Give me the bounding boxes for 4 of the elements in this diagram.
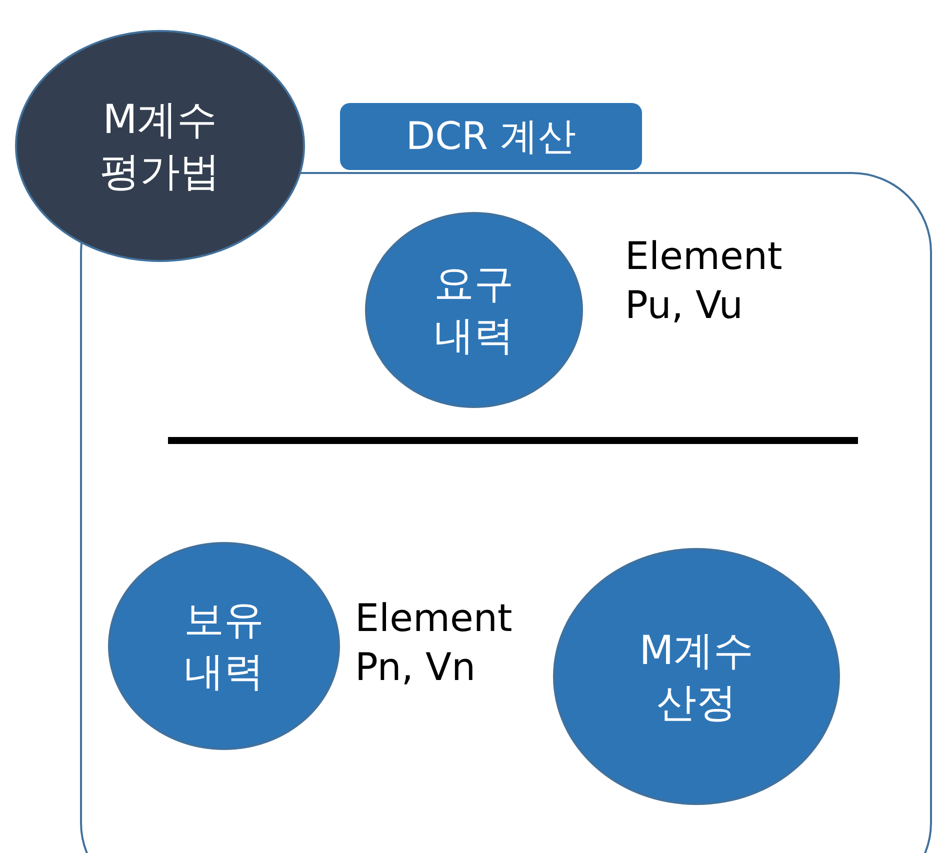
side-note: Element Pu, Vu [625,233,784,330]
circle-node: M계수 평가법 [15,30,305,262]
panel-heading: DCR 계산 [340,103,642,170]
side-note: Element Pn, Vn [355,595,514,692]
